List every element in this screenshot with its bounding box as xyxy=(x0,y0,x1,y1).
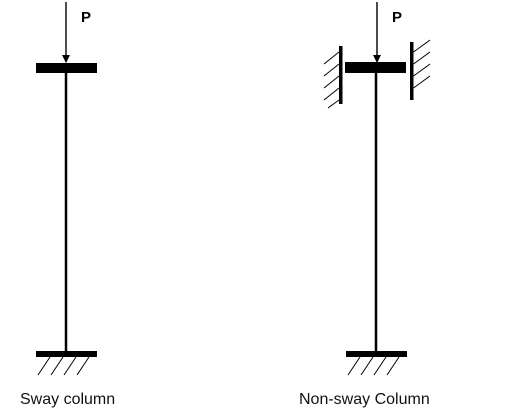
sway-column-caption: Sway column xyxy=(20,391,116,408)
fixed-support-hatching xyxy=(347,356,400,376)
top-plate xyxy=(36,63,97,73)
non-sway-column-caption: Non-sway Column xyxy=(299,391,430,408)
right-restraint-wall xyxy=(410,42,414,100)
sway-column-figure: P xyxy=(36,2,97,376)
left-wall-hatching xyxy=(323,51,340,109)
base-plate xyxy=(36,351,97,357)
top-plate xyxy=(345,62,406,73)
load-label: P xyxy=(392,9,402,26)
load-label: P xyxy=(81,9,91,26)
base-plate xyxy=(346,351,407,357)
left-restraint-wall xyxy=(339,46,343,104)
right-wall-hatching xyxy=(413,39,431,89)
non-sway-column-figure: P xyxy=(323,2,431,376)
fixed-support-hatching xyxy=(37,356,90,376)
